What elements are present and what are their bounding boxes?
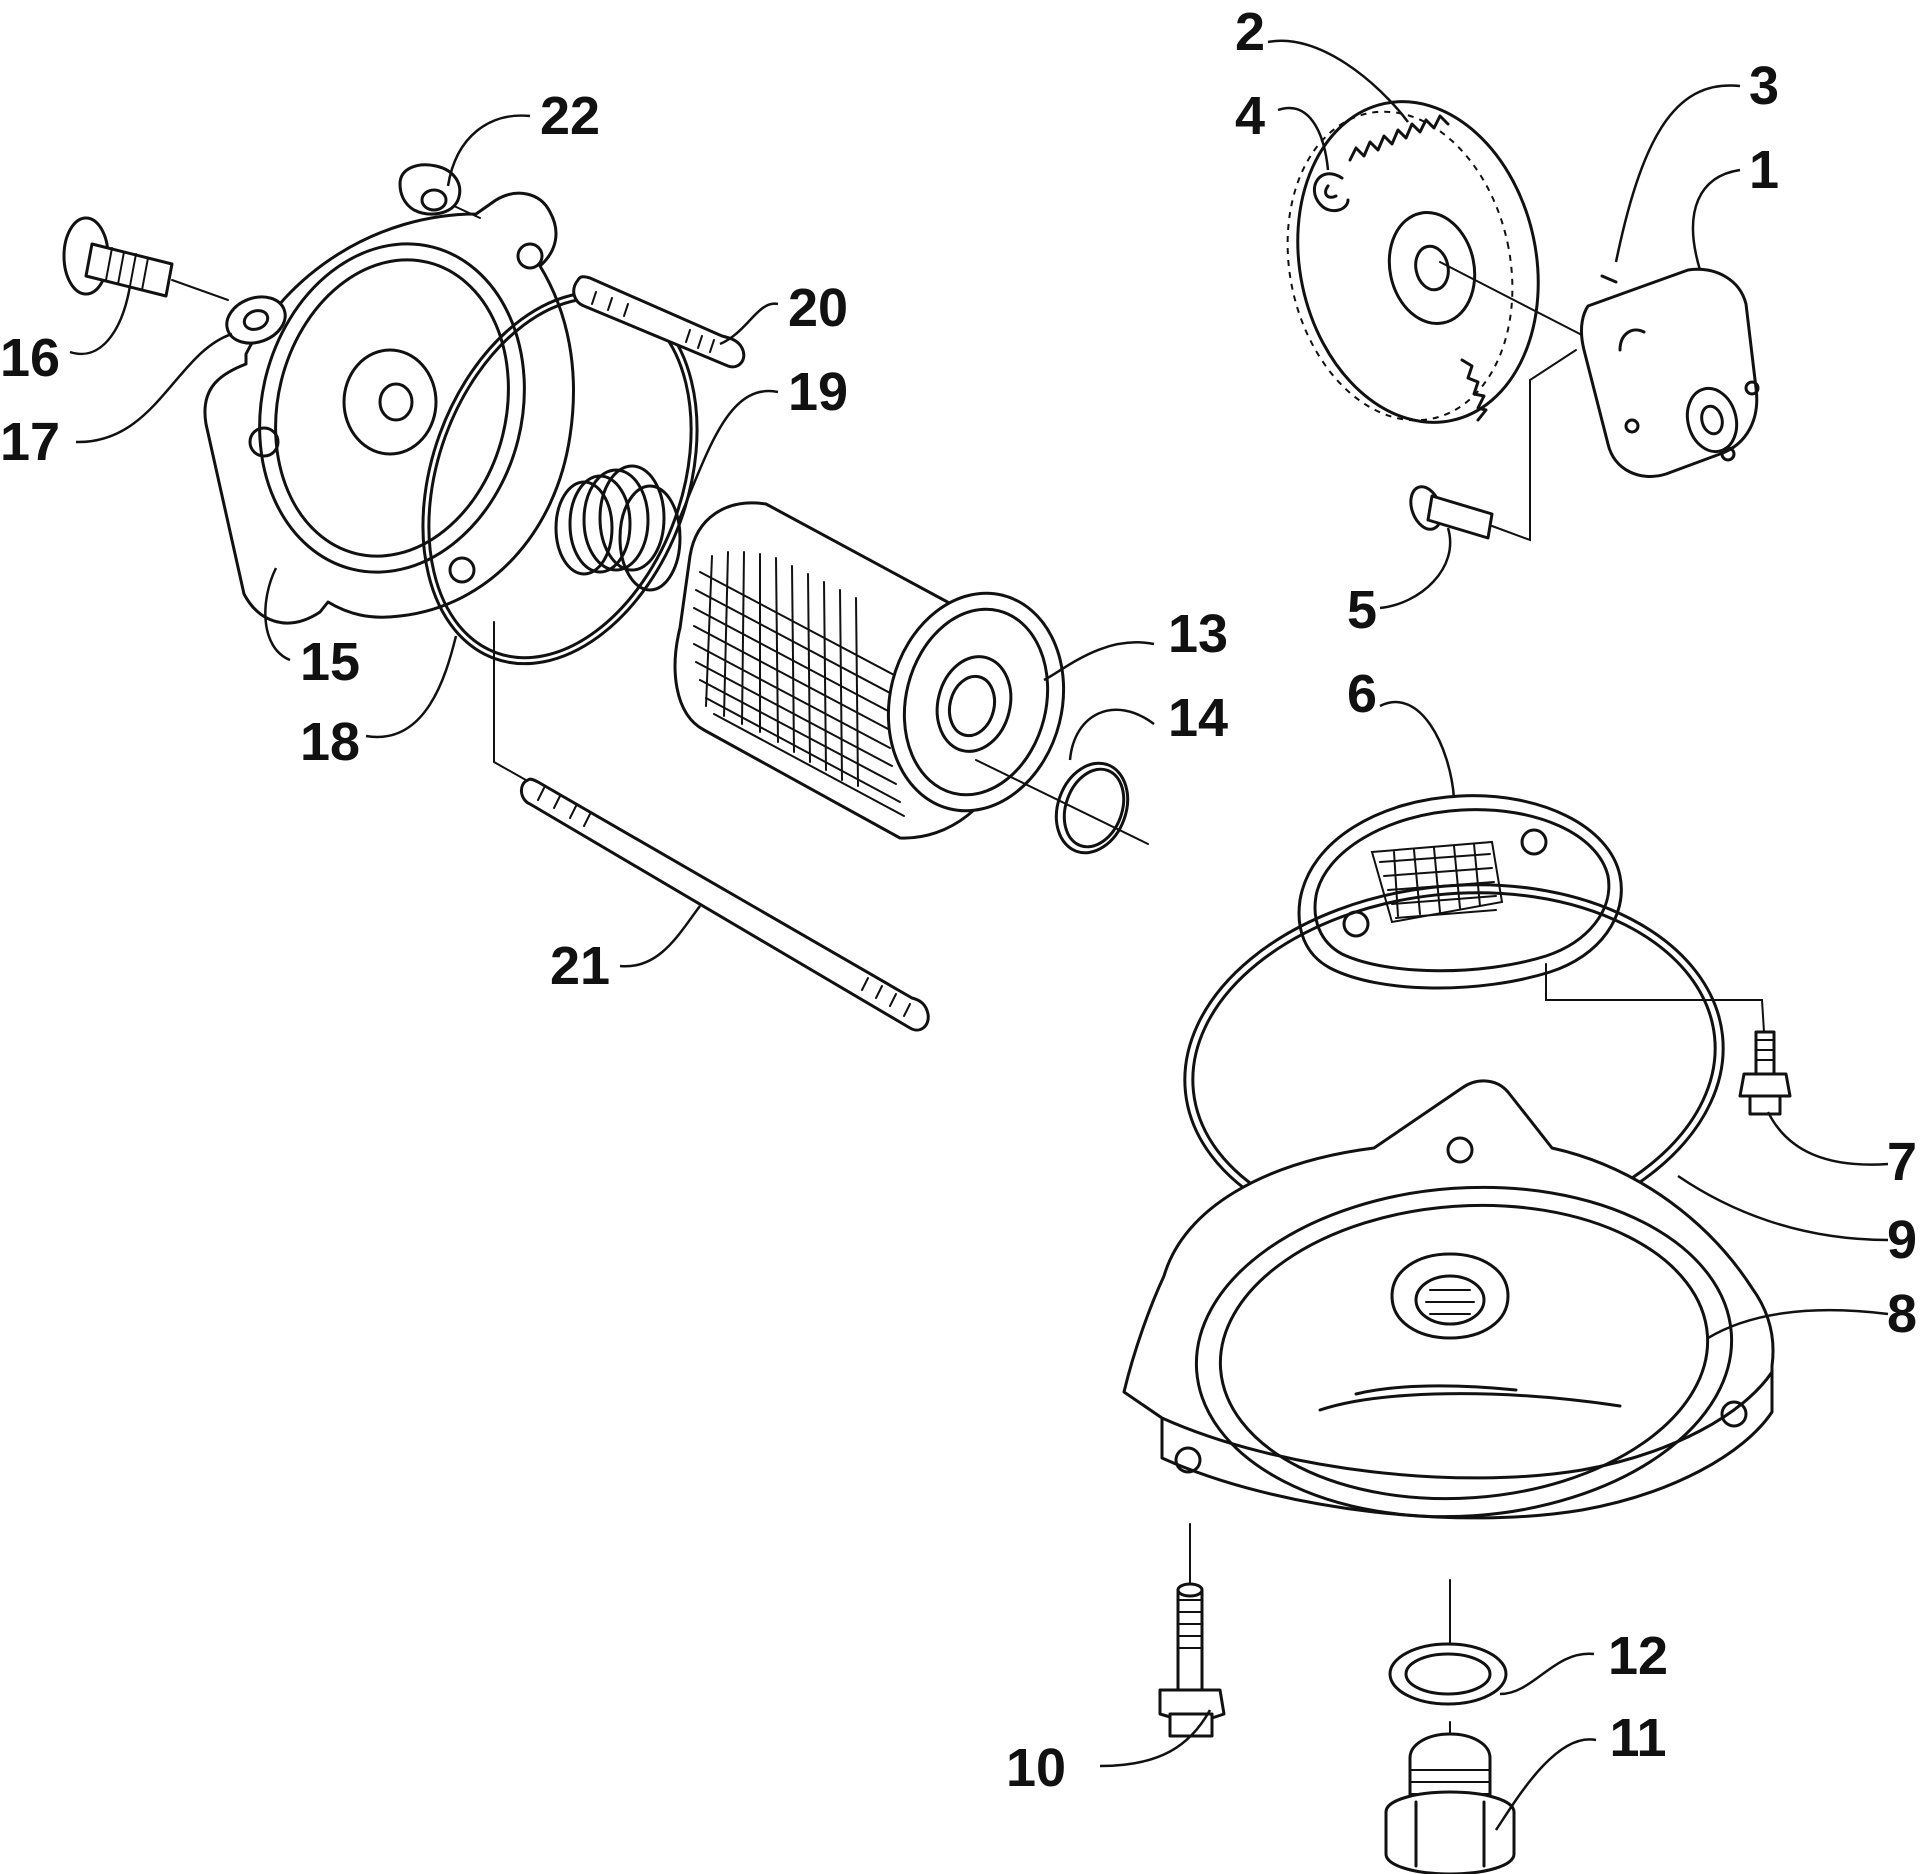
callout-20: 20 bbox=[788, 278, 848, 338]
leader-9 bbox=[1677, 1174, 1889, 1242]
leader-22 bbox=[446, 114, 531, 187]
leader-11 bbox=[1494, 1738, 1597, 1831]
callout-1: 1 bbox=[1749, 140, 1779, 200]
pump-pin bbox=[1600, 274, 1618, 284]
callout-19: 19 bbox=[788, 362, 848, 422]
leader-lines bbox=[69, 39, 1889, 1831]
oil-strainer bbox=[1297, 794, 1765, 1033]
callout-8: 8 bbox=[1887, 1284, 1917, 1344]
callout-7: 7 bbox=[1887, 1132, 1917, 1192]
callout-21: 21 bbox=[550, 936, 610, 996]
leader-20 bbox=[719, 302, 779, 346]
leader-5 bbox=[1379, 527, 1452, 610]
leader-19 bbox=[676, 389, 779, 523]
callout-6: 6 bbox=[1347, 664, 1377, 724]
long-stud bbox=[493, 621, 930, 1032]
callout-16: 16 bbox=[0, 328, 60, 388]
callout-12: 12 bbox=[1608, 1626, 1668, 1686]
leader-10 bbox=[1099, 1709, 1212, 1768]
short-stud bbox=[572, 275, 746, 369]
drain-plug bbox=[1384, 1721, 1516, 1874]
callout-13: 13 bbox=[1168, 604, 1228, 664]
leader-8 bbox=[1707, 1308, 1889, 1340]
leader-13 bbox=[1043, 641, 1155, 682]
callout-15: 15 bbox=[300, 632, 360, 692]
filter-bolt bbox=[62, 216, 229, 301]
callout-numbers: 1 2 3 4 5 6 7 8 9 10 11 12 13 14 15 16 1… bbox=[0, 2, 1917, 1798]
leader-21 bbox=[619, 905, 701, 968]
leader-14 bbox=[1068, 708, 1155, 761]
leader-6 bbox=[1379, 700, 1456, 799]
callout-10: 10 bbox=[1006, 1738, 1066, 1798]
leader-18 bbox=[365, 635, 458, 739]
leader-1 bbox=[1691, 168, 1741, 271]
leader-2 bbox=[1267, 39, 1409, 123]
oil-filter-element bbox=[673, 501, 1149, 845]
oil-pump-body bbox=[1580, 267, 1760, 478]
leader-15 bbox=[264, 567, 291, 662]
filter-o-ring bbox=[1054, 761, 1130, 855]
leader-17 bbox=[75, 332, 233, 444]
callout-5: 5 bbox=[1347, 580, 1377, 640]
callout-3: 3 bbox=[1749, 56, 1779, 116]
leader-4 bbox=[1277, 106, 1330, 171]
callout-4: 4 bbox=[1235, 86, 1265, 146]
filter-cover bbox=[203, 191, 575, 625]
oil-pump-drive-gear bbox=[1286, 100, 1651, 424]
pump-mounting-screw bbox=[1409, 349, 1577, 542]
callout-22: 22 bbox=[540, 86, 600, 146]
cover-nut bbox=[398, 163, 481, 219]
drain-plug-gasket bbox=[1388, 1579, 1508, 1706]
leader-12 bbox=[1499, 1652, 1595, 1696]
filter-spring bbox=[554, 464, 682, 592]
callout-17: 17 bbox=[0, 412, 60, 472]
callout-2: 2 bbox=[1235, 2, 1265, 62]
callout-9: 9 bbox=[1887, 1210, 1917, 1270]
leader-3 bbox=[1614, 84, 1741, 263]
filter-washer bbox=[225, 295, 287, 345]
oil-pan-cover bbox=[1122, 1079, 1775, 1520]
callout-18: 18 bbox=[300, 712, 360, 772]
strainer-screw bbox=[1738, 1030, 1792, 1116]
snap-ring bbox=[1313, 172, 1350, 213]
leader-7 bbox=[1766, 1111, 1889, 1166]
callout-14: 14 bbox=[1168, 688, 1228, 748]
leader-16 bbox=[69, 285, 132, 356]
cover-bolt bbox=[1158, 1523, 1226, 1738]
callout-11: 11 bbox=[1609, 1708, 1666, 1768]
